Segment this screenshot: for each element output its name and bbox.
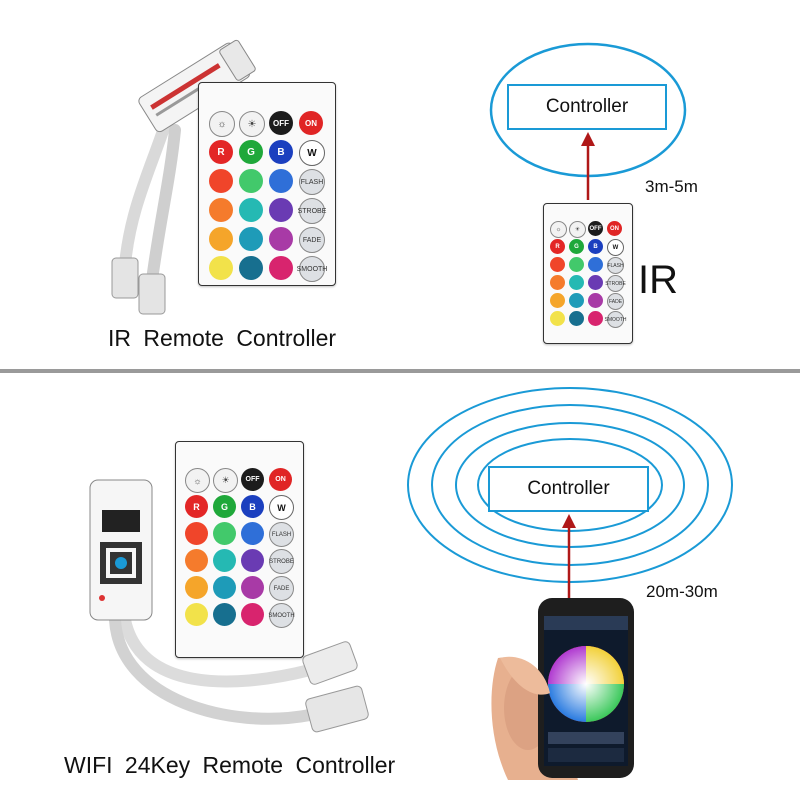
ir-mode-label: IR [638, 258, 678, 302]
color-key [550, 257, 565, 272]
off-key: OFF [241, 468, 264, 491]
brightness-down-key: ☀ [569, 221, 586, 238]
color-key [185, 522, 208, 545]
controller-box-ir: Controller [507, 84, 667, 130]
fade-key: FADE [299, 227, 325, 253]
controller-box-wifi: Controller [488, 466, 649, 512]
color-key-red: R [209, 140, 233, 164]
color-key [213, 603, 236, 626]
color-key [185, 549, 208, 572]
color-key [209, 198, 233, 222]
white-key: W [607, 239, 624, 256]
color-key [588, 275, 603, 290]
color-key [588, 257, 603, 272]
color-key [241, 576, 264, 599]
signal-arrow-ir [581, 132, 595, 200]
color-key-green: G [239, 140, 263, 164]
color-key [269, 198, 293, 222]
smartphone-in-hand [491, 598, 634, 780]
caption-wifi: WIFI 24Key Remote Controller [64, 752, 396, 778]
color-key [241, 549, 264, 572]
color-key [569, 293, 584, 308]
color-key [185, 603, 208, 626]
color-key-green: G [569, 239, 584, 254]
color-key-blue: B [241, 495, 264, 518]
white-key: W [299, 140, 325, 166]
color-key [185, 576, 208, 599]
color-key [213, 549, 236, 572]
brightness-up-key: ☼ [209, 111, 235, 137]
flash-key: FLASH [269, 522, 294, 547]
color-key [239, 256, 263, 280]
fade-key: FADE [607, 293, 624, 310]
strobe-key: STROBE [605, 275, 626, 292]
color-key [269, 169, 293, 193]
color-key [550, 311, 565, 326]
brightness-down-key: ☀ [213, 468, 238, 493]
color-key [213, 522, 236, 545]
color-key-red: R [185, 495, 208, 518]
color-key [239, 198, 263, 222]
off-key: OFF [269, 111, 293, 135]
color-key [569, 311, 584, 326]
range-label-wifi: 20m-30m [646, 582, 718, 601]
color-key [239, 169, 263, 193]
color-key [269, 256, 293, 280]
color-key-blue: B [269, 140, 293, 164]
color-key [550, 275, 565, 290]
strobe-key: STROBE [269, 549, 294, 574]
color-key [241, 603, 264, 626]
brightness-up-key: ☼ [185, 468, 210, 493]
flash-key: FLASH [299, 169, 325, 195]
on-key: ON [299, 111, 323, 135]
white-key: W [269, 495, 294, 520]
smooth-key: SMOOTH [268, 603, 295, 628]
color-key [209, 256, 233, 280]
on-key: ON [269, 468, 292, 491]
color-key [269, 227, 293, 251]
wifi-receiver-device [89, 479, 369, 733]
color-key [550, 293, 565, 308]
range-label-ir: 3m-5m [645, 177, 698, 196]
section-divider [0, 369, 800, 373]
color-key [209, 227, 233, 251]
controller-label: Controller [545, 96, 629, 117]
color-key [569, 257, 584, 272]
color-key-green: G [213, 495, 236, 518]
signal-arrow-wifi [562, 514, 576, 602]
fade-key: FADE [269, 576, 294, 601]
color-key-blue: B [588, 239, 603, 254]
color-key [213, 576, 236, 599]
on-key: ON [607, 221, 622, 236]
strobe-key: STROBE [298, 198, 326, 224]
color-key [569, 275, 584, 290]
flash-key: FLASH [607, 257, 624, 274]
smooth-key: SMOOTH [605, 311, 626, 328]
caption-ir: IR Remote Controller [108, 325, 337, 351]
color-key [588, 311, 603, 326]
smooth-key: SMOOTH [297, 256, 327, 282]
color-key [241, 522, 264, 545]
ir-receiver-device [111, 39, 256, 315]
color-key [209, 169, 233, 193]
color-key [588, 293, 603, 308]
off-key: OFF [588, 221, 603, 236]
color-key-red: R [550, 239, 565, 254]
brightness-down-key: ☀ [239, 111, 265, 137]
color-key [239, 227, 263, 251]
controller-label: Controller [527, 478, 610, 499]
brightness-up-key: ☼ [550, 221, 567, 238]
